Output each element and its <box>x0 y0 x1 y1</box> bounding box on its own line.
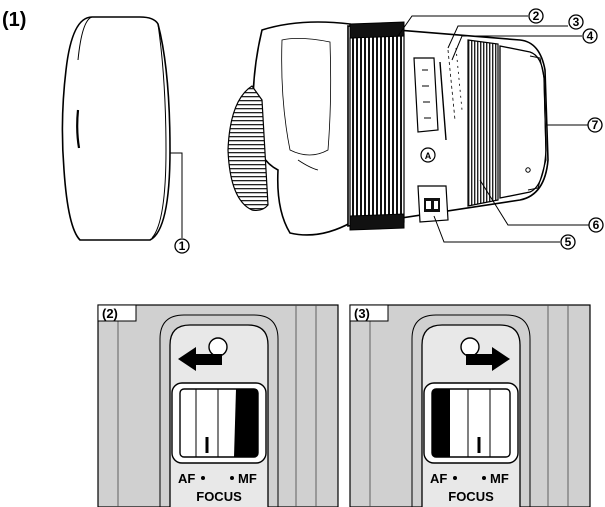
callout-1: 1 <box>174 238 190 254</box>
lens-a-mark <box>420 147 436 163</box>
panel-af-mode: AF MF FOCUS (2) <box>97 304 339 507</box>
zoom-ring <box>349 33 405 225</box>
svg-text:1: 1 <box>179 239 186 253</box>
mf-label: MF <box>238 471 257 486</box>
switch-pivot-icon <box>460 337 480 357</box>
switch-slider <box>432 389 450 457</box>
focus-label: FOCUS <box>196 489 242 504</box>
lens-cap <box>61 16 183 241</box>
callout-7: 7 <box>587 117 603 133</box>
arrow-right-icon <box>466 347 510 371</box>
svg-text:2: 2 <box>533 9 540 23</box>
svg-text:7: 7 <box>592 118 599 132</box>
mf-label: MF <box>490 471 509 486</box>
focus-ring <box>467 39 499 207</box>
figure-label-3: (3) <box>354 306 370 321</box>
lens-front-bellows <box>227 85 269 212</box>
switch-slider <box>234 389 258 457</box>
svg-text:4: 4 <box>587 29 594 43</box>
distance-scale-window <box>413 57 439 133</box>
svg-text:6: 6 <box>593 218 600 232</box>
callout-6: 6 <box>588 217 604 233</box>
callout-4: 4 <box>582 28 598 44</box>
svg-text:A: A <box>425 151 432 161</box>
focus-label: FOCUS <box>448 489 494 504</box>
svg-text:5: 5 <box>565 235 572 249</box>
callout-2: 2 <box>528 8 544 24</box>
af-label: AF <box>178 471 195 486</box>
panel-mf-mode: AF MF FOCUS (3) <box>349 304 591 507</box>
figure-label-2: (2) <box>102 306 118 321</box>
callout-3: 3 <box>568 14 584 30</box>
figure-label-1: (1) <box>2 9 26 31</box>
af-label: AF <box>430 471 447 486</box>
svg-text:3: 3 <box>573 15 580 29</box>
arrow-left-icon <box>178 347 222 371</box>
switch-pivot-icon <box>208 337 228 357</box>
lens-mount <box>499 45 547 199</box>
lens-body: A <box>227 21 549 236</box>
cap-logo-mark <box>76 109 81 149</box>
callout-5: 5 <box>560 234 576 250</box>
